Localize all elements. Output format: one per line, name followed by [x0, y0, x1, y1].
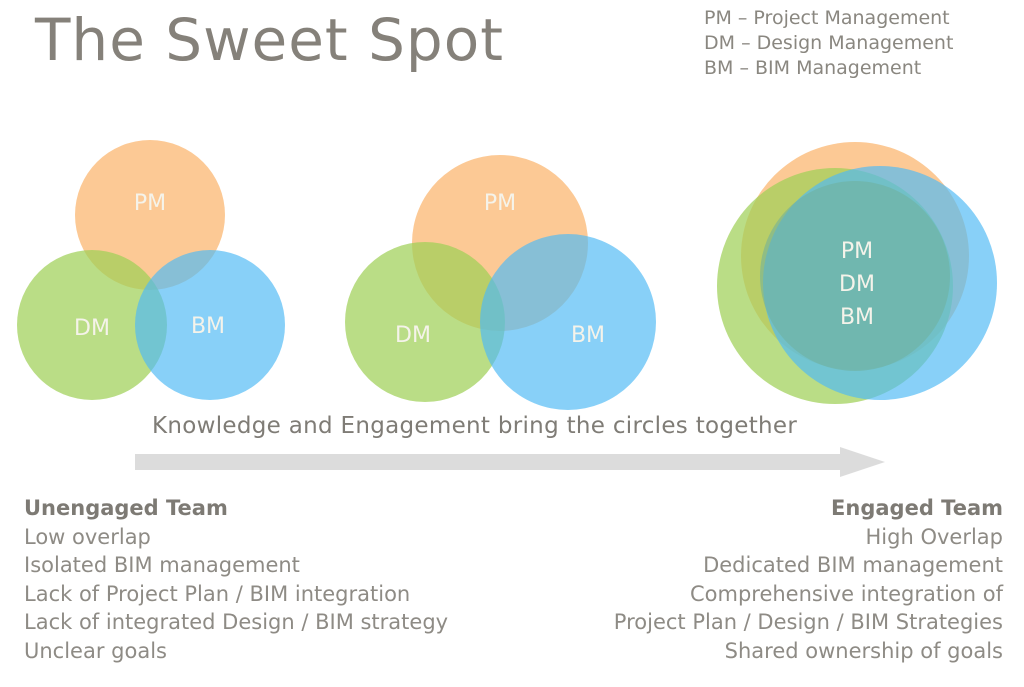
- list-item: Unclear goals: [24, 638, 167, 663]
- bm-label: BM: [840, 305, 874, 330]
- unengaged-team-list: Unengaged Team Low overlap Isolated BIM …: [24, 494, 448, 665]
- pm-label: PM: [134, 191, 166, 216]
- bm-circle: [480, 234, 656, 410]
- list-item: Comprehensive integration of: [689, 581, 1003, 606]
- list-item: Lack of Project Plan / BIM integration: [24, 581, 411, 606]
- legend-item-dm: DM – Design Management: [704, 32, 954, 54]
- engaged-heading: Engaged Team: [831, 496, 1003, 520]
- engaged-team-list: Engaged Team High Overlap Dedicated BIM …: [614, 494, 1003, 665]
- list-item: Dedicated BIM management: [703, 553, 1003, 577]
- pm-label: PM: [841, 239, 873, 264]
- venn-intermediate: PM DM BM: [345, 155, 656, 410]
- list-item: Shared ownership of goals: [724, 638, 1003, 663]
- list-item: Isolated BIM management: [24, 553, 300, 577]
- shared-core: [760, 181, 950, 371]
- venn-engaged: PM DM BM: [717, 142, 997, 404]
- list-item: Project Plan / Design / BIM Strategies: [613, 610, 1003, 634]
- bm-label: BM: [191, 314, 225, 339]
- legend-item-pm: PM – Project Management: [704, 7, 950, 29]
- list-item: High Overlap: [865, 524, 1003, 549]
- unengaged-heading: Unengaged Team: [24, 496, 228, 520]
- list-item: Lack of integrated Design / BIM strategy: [24, 610, 449, 634]
- dm-circle: [17, 250, 167, 400]
- dm-label: DM: [839, 272, 875, 297]
- venn-unengaged: PM DM BM: [17, 140, 285, 400]
- progress-arrow: [135, 447, 885, 477]
- bm-label: BM: [571, 323, 605, 348]
- dm-label: DM: [74, 316, 110, 341]
- abbreviation-legend: PM – Project Management DM – Design Mana…: [704, 6, 953, 81]
- arrow-caption: Knowledge and Engagement bring the circl…: [152, 413, 798, 439]
- bm-circle: [135, 250, 285, 400]
- dm-label: DM: [395, 323, 431, 348]
- page-title: The Sweet Spot: [35, 6, 504, 74]
- list-item: Low overlap: [24, 524, 151, 549]
- pm-label: PM: [484, 191, 516, 216]
- pm-circle: [75, 140, 225, 290]
- dm-circle: [345, 242, 505, 402]
- legend-item-bm: BM – BIM Management: [704, 57, 922, 79]
